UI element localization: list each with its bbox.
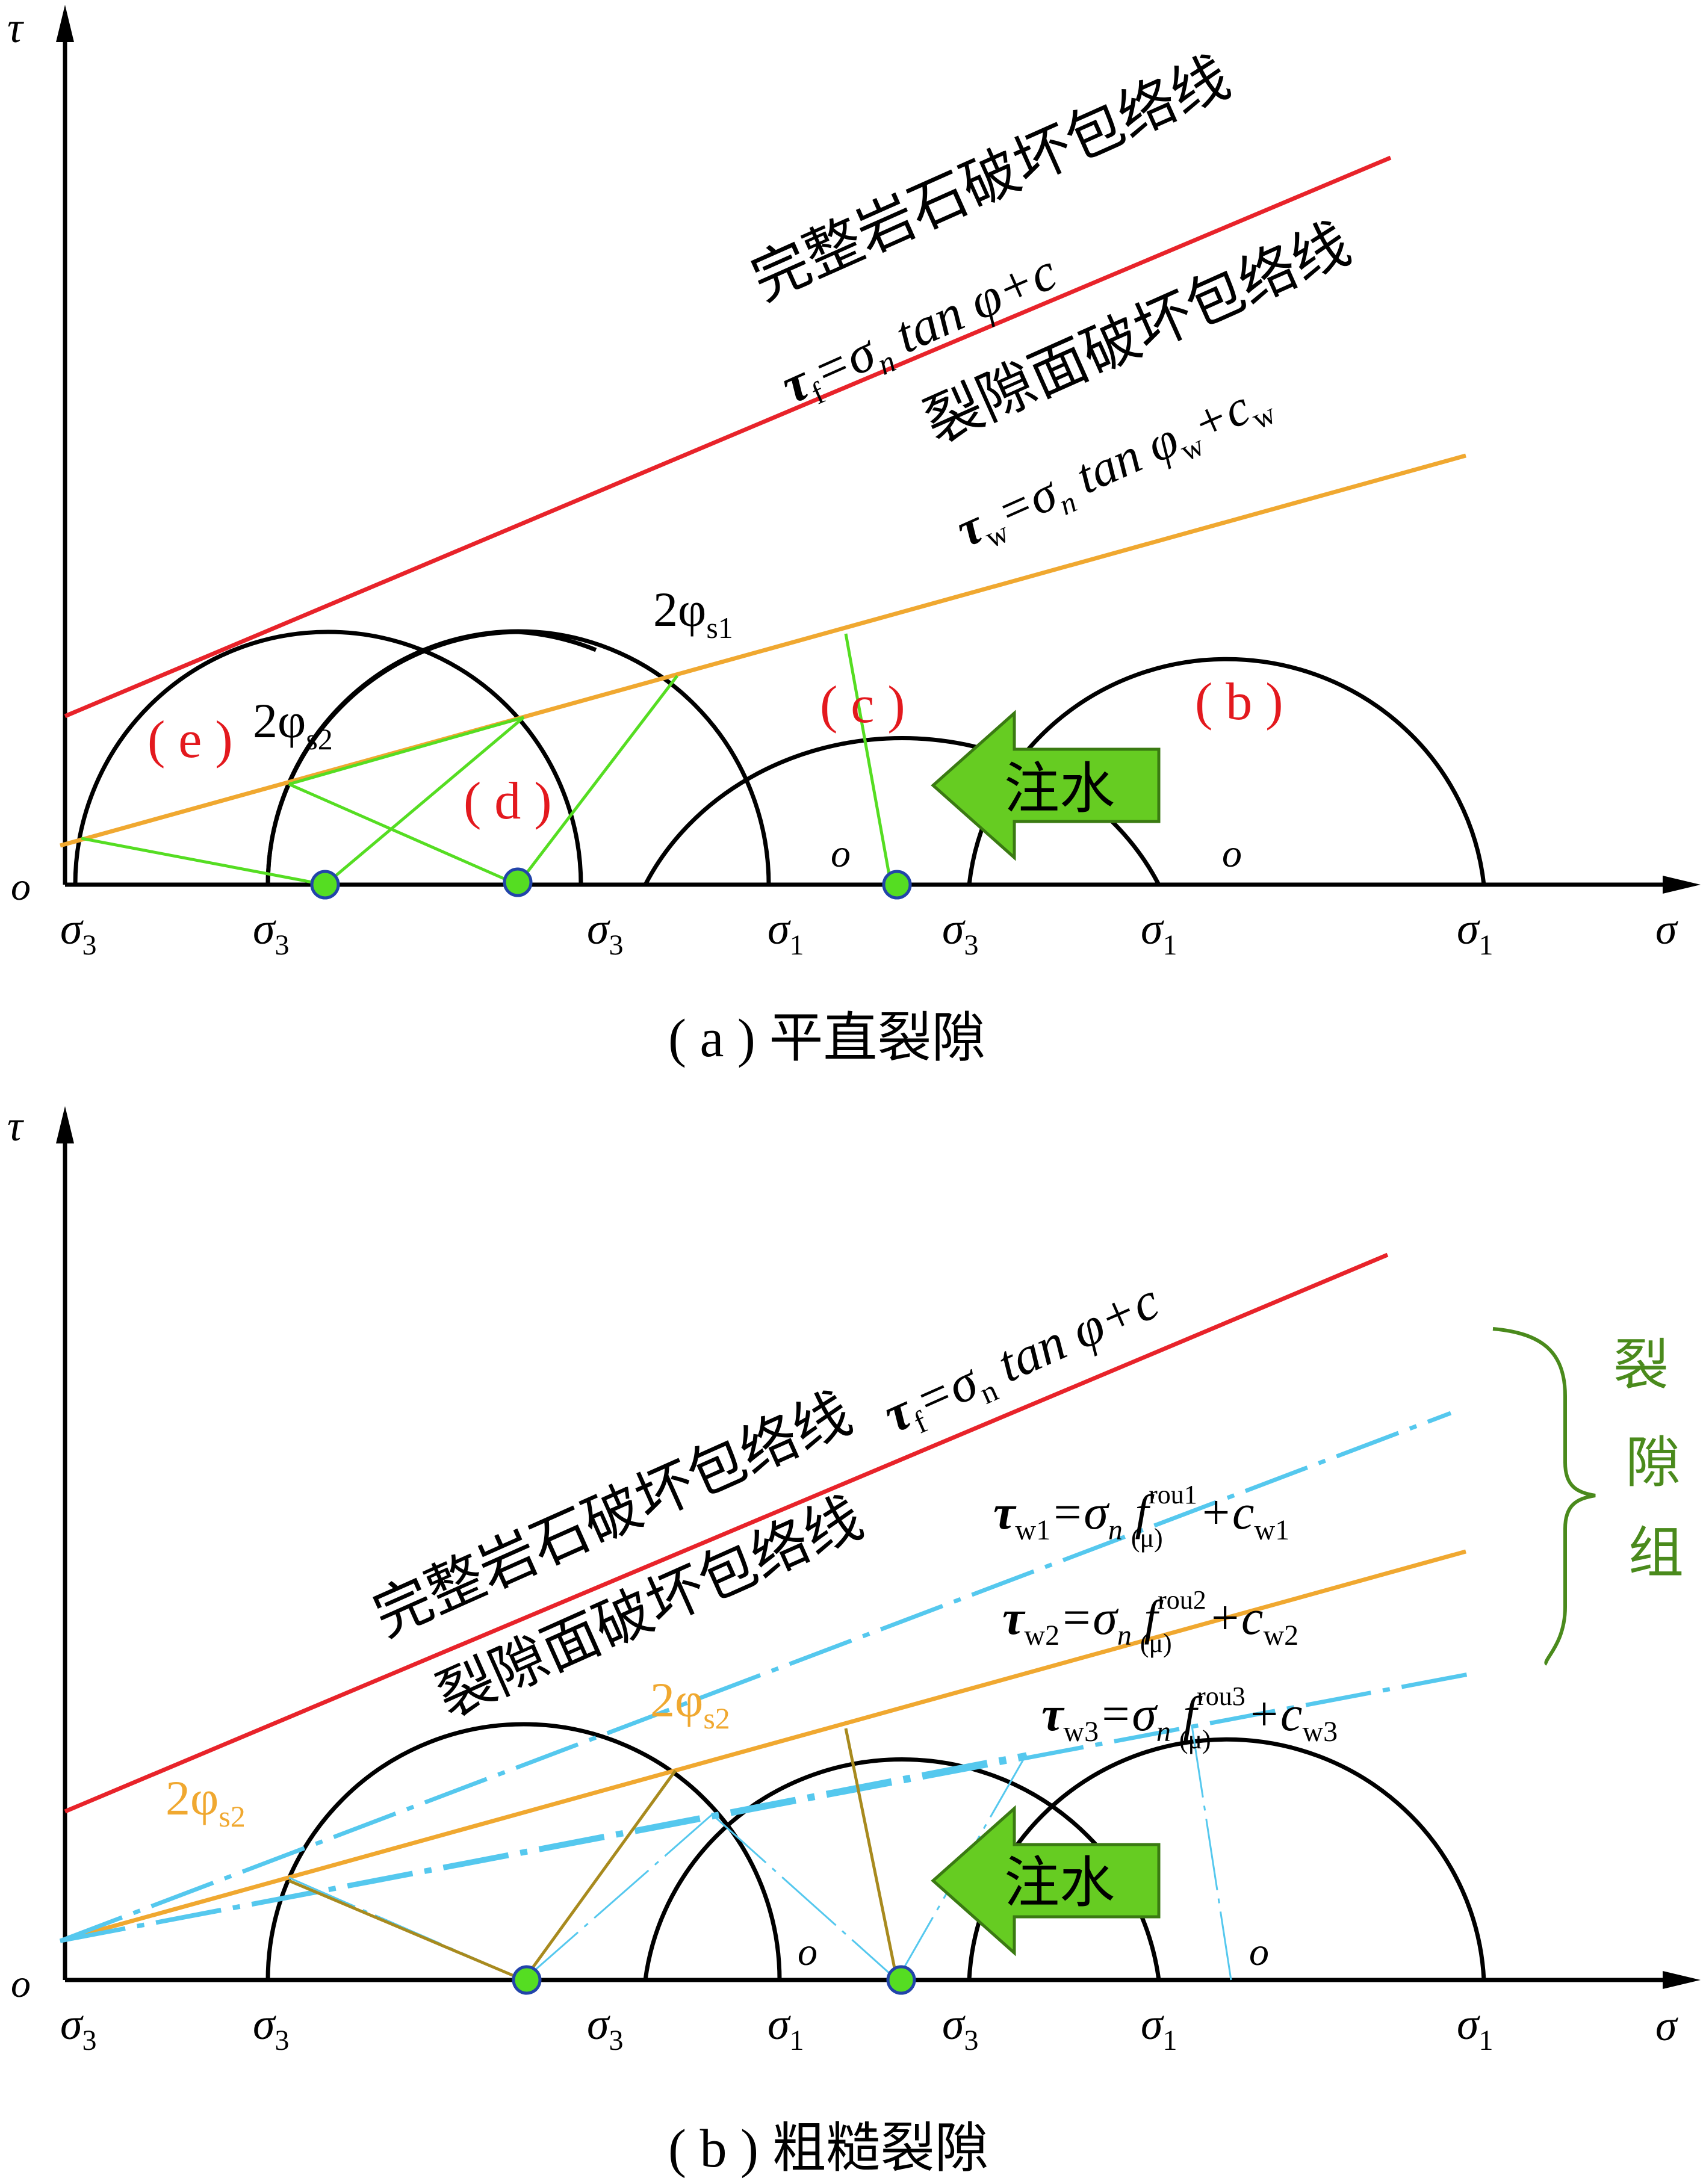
panel-b-tau-label: τ: [7, 1102, 24, 1150]
panel-b-sigma-label-6: σ1: [1141, 2000, 1177, 2056]
panel-a-center-point-2: [503, 867, 533, 897]
panel-a-angle-s1: 2φs1: [653, 582, 733, 645]
panel-a-mohr-circle-c-left: [645, 722, 698, 885]
panel-a-local-origin-2: o: [1222, 832, 1242, 876]
panel-a-sigma-label-6: σ1: [1141, 905, 1177, 961]
panel-a-sigma-label-4: σ1: [768, 905, 804, 961]
panel-b-rock-formula: τf=σn tan φ+c: [875, 1272, 1170, 1450]
panel-b-water-arrow: [931, 1805, 1161, 1957]
panel-b-local-origin-1: o: [798, 1930, 817, 1974]
panel-a-mohr-circle-e: [73, 630, 583, 885]
panel-b-local-origin-2: o: [1249, 1930, 1269, 1974]
panel-a-tau-arrowhead: [56, 5, 74, 42]
panel-a-sigma-label-7: σ1: [1457, 905, 1494, 961]
panel-b-rock-envelope: [64, 1252, 1389, 1814]
panel-b-sigma-label-3: σ3: [587, 2000, 624, 2056]
panel-a-sigma-tick-labels: σ3 σ3 σ3 σ1 σ3 σ1 σ1: [60, 905, 1494, 961]
panel-a-water-arrow: [931, 710, 1161, 861]
panel-a-sigma-label-1: σ3: [60, 905, 97, 961]
panel-b-center-point-2: [886, 1965, 916, 1995]
panel-a-local-origin-1: o: [831, 832, 851, 876]
panel-a-origin-label: o: [11, 865, 31, 909]
panel-b: τ σ o: [7, 1102, 1701, 2179]
panel-a-fracture-title: 裂隙面破坏包络线: [915, 211, 1359, 456]
panel-b-center-point-1: [512, 1965, 542, 1995]
panel-a-water-label: 注水: [1004, 758, 1115, 820]
panel-b-sigma-label-2: σ3: [253, 2000, 290, 2056]
panel-b-rough-lines: [288, 1728, 899, 1982]
panel-b-group-brace: [1492, 1327, 1596, 1666]
panel-b-cyan-mid: [60, 1752, 1027, 1943]
panel-b-group-label-1: 裂: [1613, 1335, 1669, 1396]
panel-a-mohr-circle-d2: [265, 629, 771, 885]
panel-b-sigma-label-7: σ1: [1457, 2000, 1494, 2056]
panel-a-sigma-arrowhead: [1663, 876, 1701, 894]
panel-b-eq-w2: τw2=σn frou2(μ)+cw2: [1002, 1585, 1298, 1658]
panel-a-caption: ( a ) 平直裂隙: [668, 1009, 985, 1068]
panel-a-sigma-label-5: σ3: [942, 905, 979, 961]
panel-a-stage-c: ( c ): [820, 676, 905, 734]
panel-a-fracture-envelope: [60, 453, 1466, 848]
panel-a-rock-envelope: [64, 155, 1392, 719]
panel-a: τ σ o 完整岩石破坏包络线 τf=σn tan: [7, 4, 1701, 1068]
panel-b-mohr-circle-1: [265, 1722, 782, 1981]
panel-b-angle-top: 2φs2: [650, 1672, 730, 1735]
panel-b-water-label: 注水: [1004, 1852, 1115, 1914]
panel-b-sigma-label-4: σ1: [768, 2000, 804, 2056]
panel-a-sigma-label: σ: [1655, 905, 1678, 953]
panel-b-sigma-label-1: σ3: [60, 2000, 97, 2056]
panel-b-cyan-envelopes: [59, 1411, 1475, 1943]
panel-a-green-lines: [81, 633, 893, 886]
panel-b-group-label-3: 组: [1628, 1523, 1684, 1584]
panel-b-sigma-arrowhead: [1663, 1971, 1701, 1989]
panel-b-angle-left: 2φs2: [166, 1771, 246, 1833]
panel-b-caption: ( b ) 粗糙裂隙: [668, 2119, 988, 2179]
panel-b-group-label-2: 隙: [1625, 1432, 1681, 1494]
panel-a-stage-d: ( d ): [464, 772, 552, 831]
panel-b-fracture-envelope: [60, 1549, 1466, 1943]
panel-b-sigma-label-5: σ3: [942, 2000, 979, 2056]
panel-b-tau-arrowhead: [56, 1106, 74, 1143]
panel-b-sigma-label: σ: [1655, 2002, 1678, 2050]
panel-a-tau-label: τ: [7, 4, 24, 52]
panel-b-origin-label: o: [11, 1962, 31, 2006]
panel-b-cyan-w1: [59, 1411, 1452, 1943]
panel-a-center-point-3: [882, 870, 912, 900]
panel-b-eq-w1: τw1=σn frou1(μ)+cw1: [993, 1480, 1289, 1553]
panel-a-center-point-1: [310, 870, 340, 900]
panel-a-stage-b: ( b ): [1195, 673, 1283, 731]
panel-a-sigma-label-2: σ3: [253, 905, 290, 961]
panel-a-angle-s2: 2φs2: [253, 693, 333, 756]
panel-b-sigma-tick-labels: σ3 σ3 σ3 σ1 σ3 σ1 σ1: [60, 2000, 1494, 2056]
panel-a-stage-e: ( e ): [147, 711, 233, 769]
panel-a-sigma-label-3: σ3: [587, 905, 624, 961]
panel-b-eq-w3: τw3=σn frou3(μ)+cw3: [1041, 1681, 1338, 1754]
